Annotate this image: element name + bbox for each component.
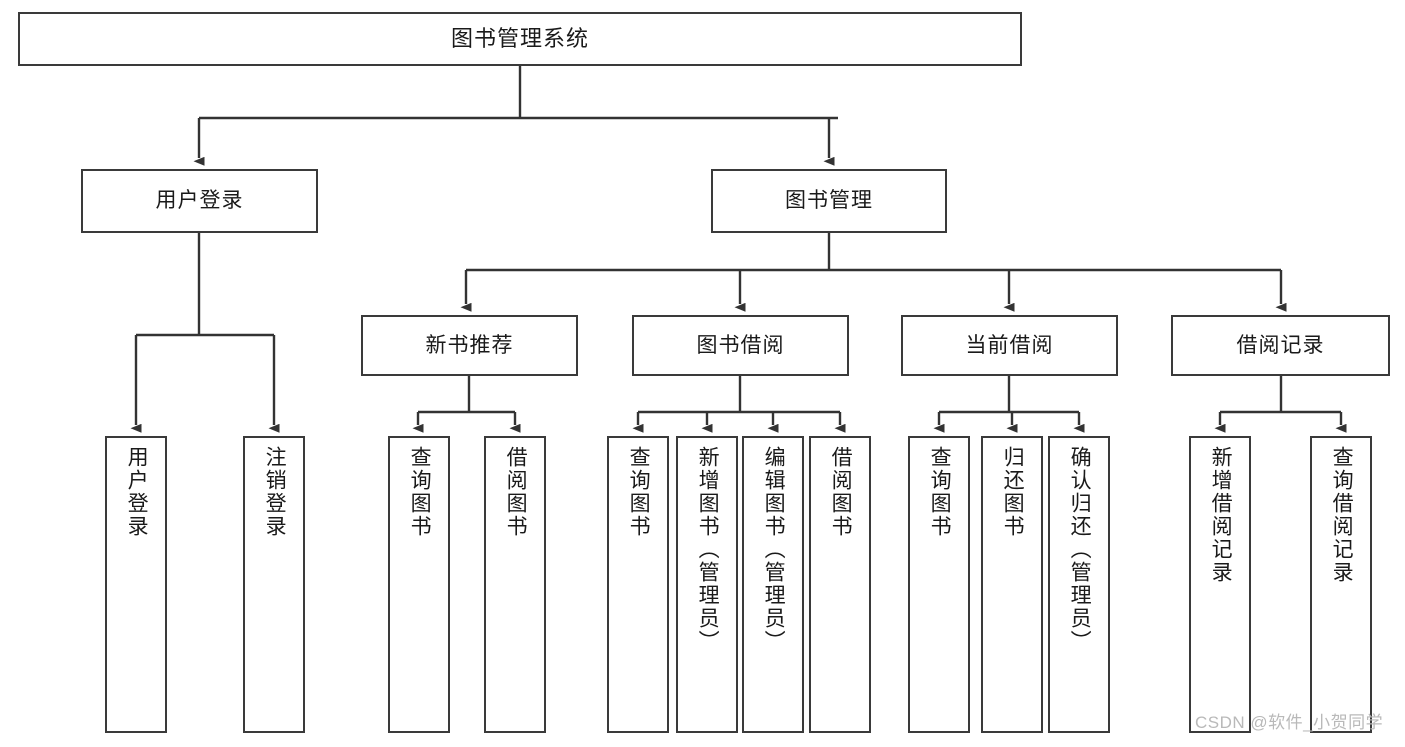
leaf-add-book-admin[interactable]: 新增图书（管理员） (676, 436, 738, 733)
leaf-user-logout[interactable]: 注销登录 (243, 436, 305, 733)
leaf-label: 新增借阅记录 (1209, 446, 1233, 584)
leaf-query-borrow-record[interactable]: 查询借阅记录 (1310, 436, 1372, 733)
leaf-query-books-borrow[interactable]: 查询图书 (607, 436, 669, 733)
node-book-borrow[interactable]: 图书借阅 (632, 315, 849, 376)
leaf-confirm-return-admin[interactable]: 确认归还（管理员） (1048, 436, 1110, 733)
node-new-book-recommendation-label: 新书推荐 (425, 333, 514, 357)
leaf-label: 用户登录 (125, 446, 149, 538)
leaf-return-books[interactable]: 归还图书 (981, 436, 1043, 733)
leaf-edit-book-admin[interactable]: 编辑图书（管理员） (742, 436, 804, 733)
leaf-label: 查询图书 (408, 446, 432, 538)
leaf-label: 归还图书 (1001, 446, 1025, 538)
leaf-label: 借阅图书 (829, 446, 853, 538)
node-book-management-label: 图书管理 (785, 189, 873, 213)
leaf-label: 查询图书 (928, 446, 952, 538)
node-current-borrow[interactable]: 当前借阅 (901, 315, 1118, 376)
node-current-borrow-label: 当前借阅 (965, 333, 1054, 357)
leaf-borrow-books-recommendation[interactable]: 借阅图书 (484, 436, 546, 733)
node-root-label: 图书管理系统 (450, 25, 589, 51)
leaf-label: 查询图书 (627, 446, 651, 538)
node-borrow-record-label: 借阅记录 (1236, 333, 1325, 357)
node-book-management[interactable]: 图书管理 (711, 169, 947, 233)
leaf-label: 新增图书（管理员） (696, 446, 720, 653)
leaf-label: 借阅图书 (504, 446, 528, 538)
leaf-query-books-recommendation[interactable]: 查询图书 (388, 436, 450, 733)
node-user-login-label: 用户登录 (155, 189, 244, 213)
leaf-user-login[interactable]: 用户登录 (105, 436, 167, 733)
leaf-query-books-current[interactable]: 查询图书 (908, 436, 970, 733)
leaf-label: 注销登录 (263, 446, 287, 538)
node-borrow-record[interactable]: 借阅记录 (1171, 315, 1390, 376)
node-root[interactable]: 图书管理系统 (18, 12, 1022, 66)
leaf-borrow-books[interactable]: 借阅图书 (809, 436, 871, 733)
node-user-login[interactable]: 用户登录 (81, 169, 318, 233)
leaf-add-borrow-record[interactable]: 新增借阅记录 (1189, 436, 1251, 733)
leaf-label: 确认归还（管理员） (1068, 446, 1092, 653)
leaf-label: 编辑图书（管理员） (762, 446, 786, 653)
watermark: CSDN @软件_小贺同学 (1195, 713, 1384, 732)
node-book-borrow-label: 图书借阅 (696, 333, 785, 357)
leaf-label: 查询借阅记录 (1330, 446, 1354, 584)
node-new-book-recommendation[interactable]: 新书推荐 (361, 315, 578, 376)
